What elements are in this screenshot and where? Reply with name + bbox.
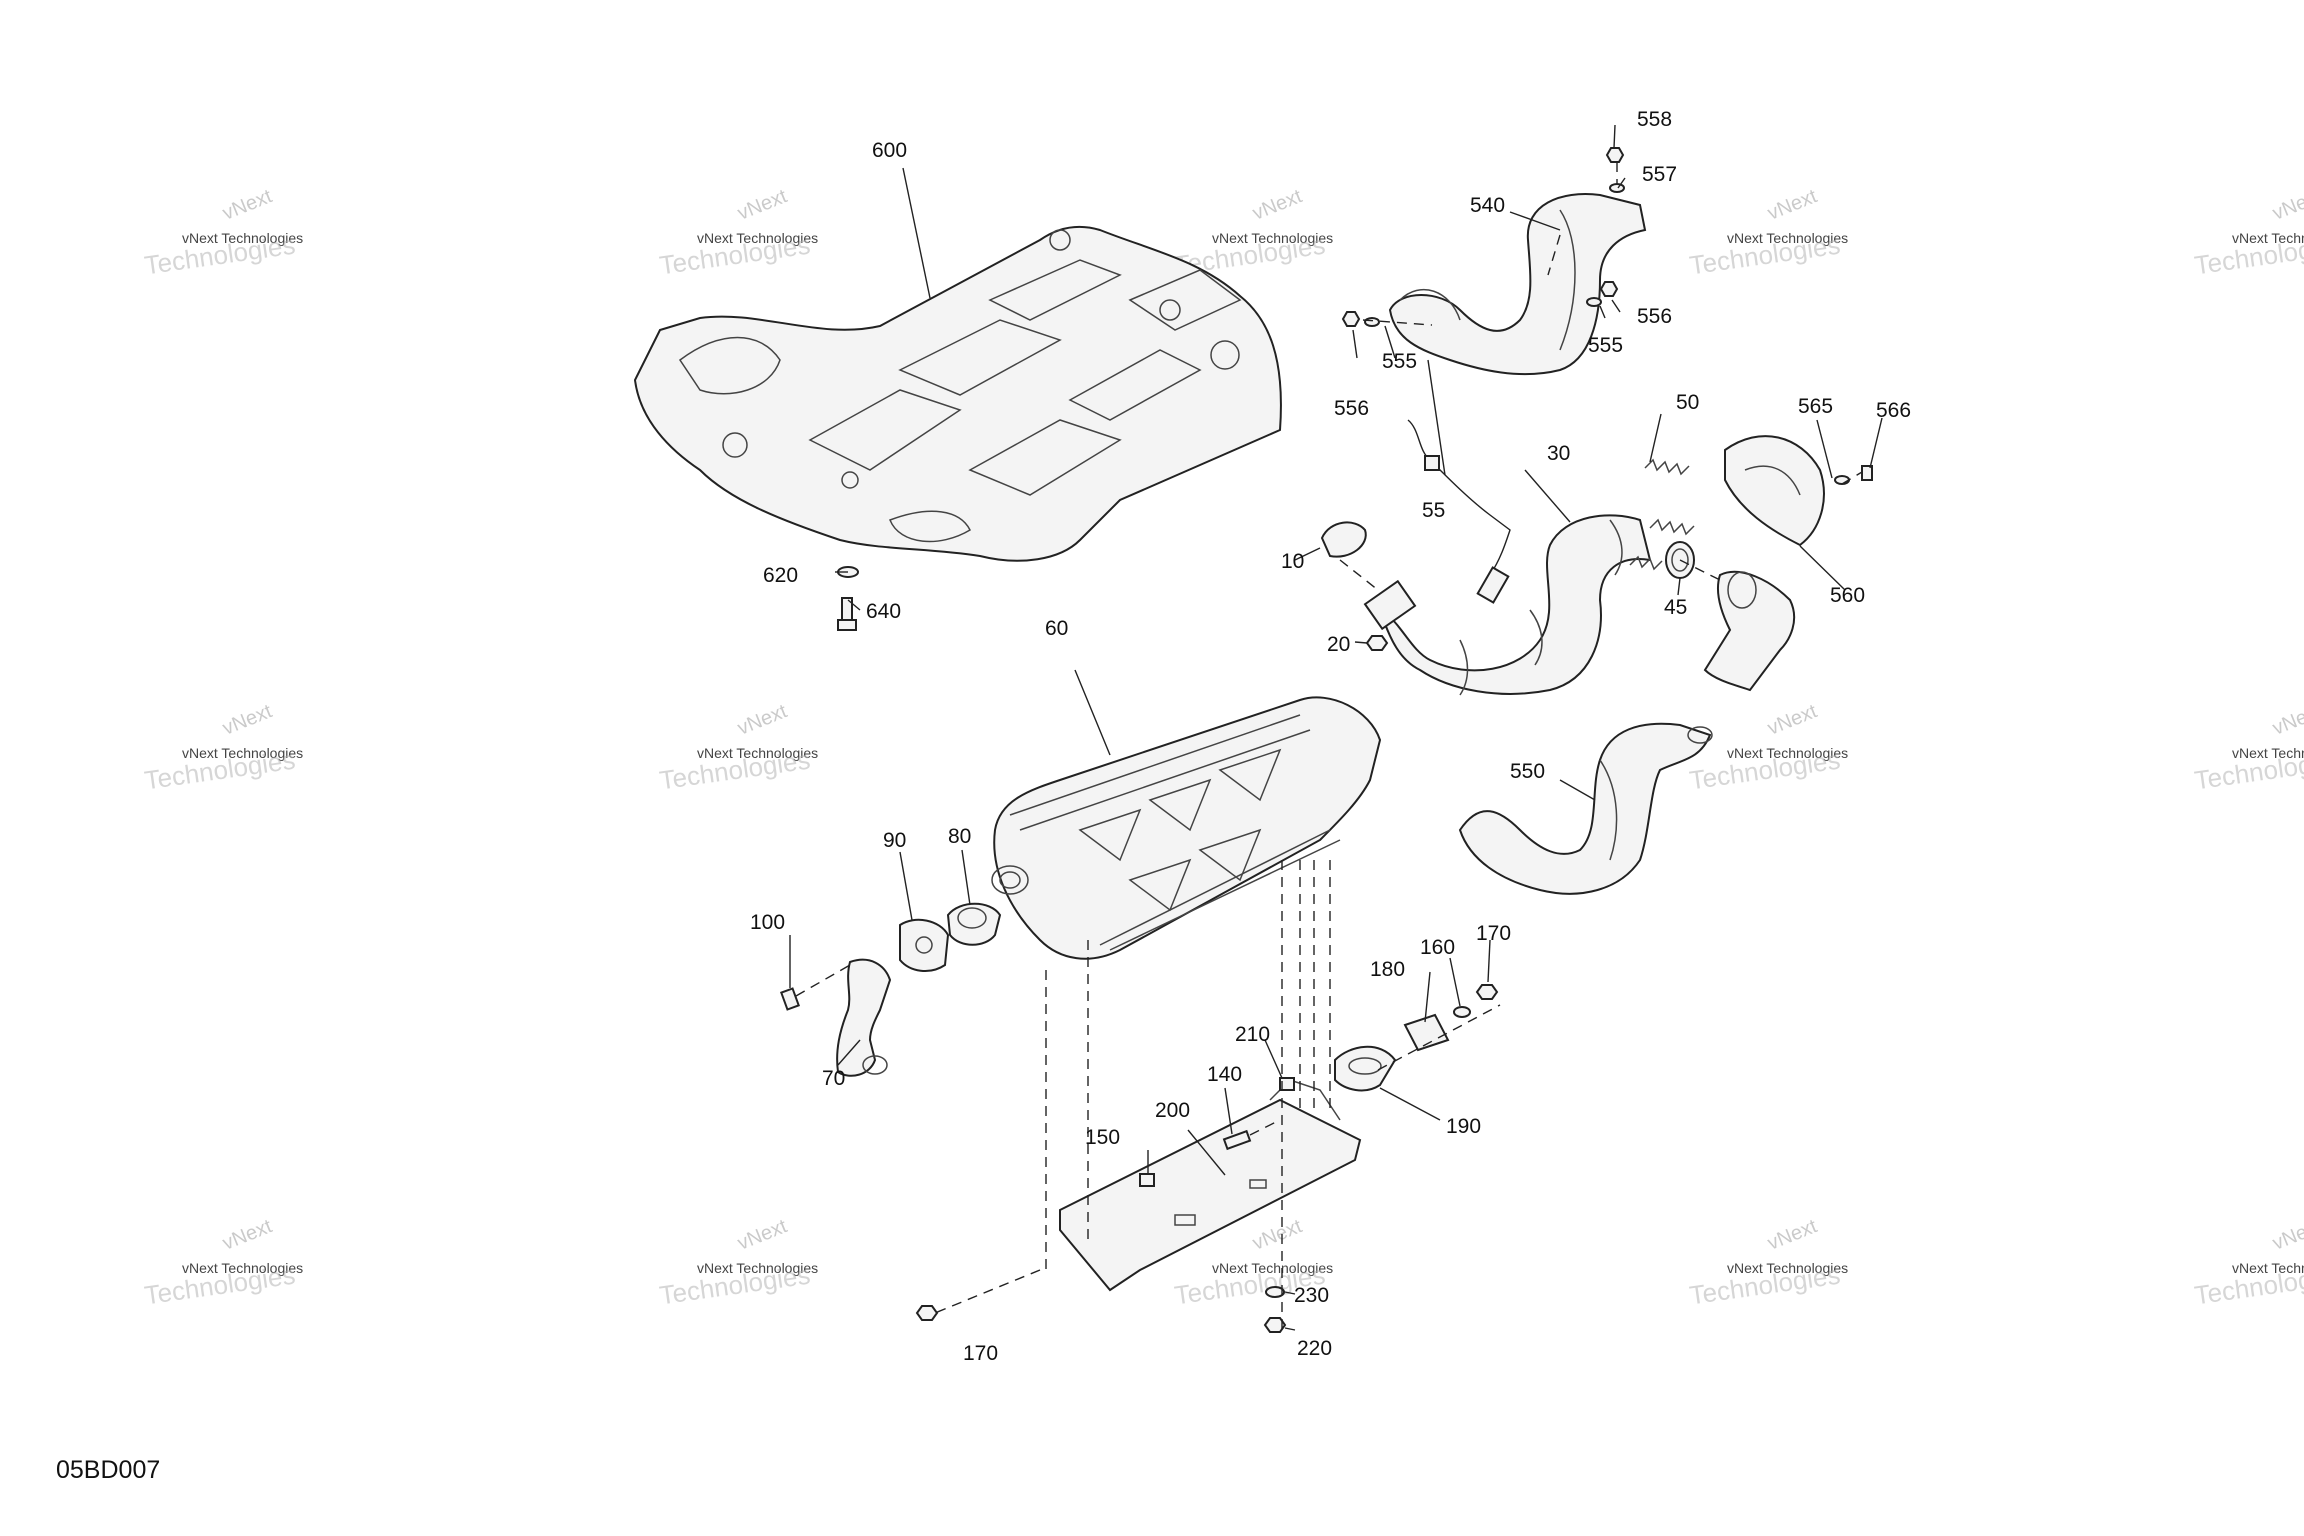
part-30-mid-pipe xyxy=(1363,514,1652,696)
part-230-washer xyxy=(1265,1286,1285,1298)
part-coupler-pipe xyxy=(1703,570,1796,692)
callout-190: 190 xyxy=(1446,1115,1481,1138)
callout-555: 555 xyxy=(1588,334,1623,357)
part-140-bolt xyxy=(1222,1129,1252,1151)
callout-230: 230 xyxy=(1294,1284,1329,1307)
part-80-gasket xyxy=(946,902,1002,946)
callout-640: 640 xyxy=(866,600,901,623)
callout-160: 160 xyxy=(1420,936,1455,959)
callout-620: 620 xyxy=(763,564,798,587)
part-170-nut-lower xyxy=(915,1305,939,1321)
assembly-lines xyxy=(795,162,1863,1330)
part-70-tail-pipe xyxy=(836,958,892,1077)
callout-600: 600 xyxy=(872,139,907,162)
callout-20: 20 xyxy=(1327,633,1350,656)
callout-45: 45 xyxy=(1664,596,1687,619)
callout-100: 100 xyxy=(750,911,785,934)
part-190-grommet xyxy=(1334,1045,1397,1092)
part-10-gasket xyxy=(1320,521,1367,558)
callout-557: 557 xyxy=(1642,163,1677,186)
part-90-flange xyxy=(899,918,950,972)
part-555-washer-left xyxy=(1364,317,1380,327)
part-640-bolt xyxy=(837,597,857,631)
callout-556: 556 xyxy=(1637,305,1672,328)
callout-180: 180 xyxy=(1370,958,1405,981)
callout-30: 30 xyxy=(1547,442,1570,465)
callout-170: 170 xyxy=(963,1342,998,1365)
callout-140: 140 xyxy=(1207,1063,1242,1086)
callout-200: 200 xyxy=(1155,1099,1190,1122)
part-100-bolt xyxy=(780,987,800,1011)
callout-150: 150 xyxy=(1085,1126,1120,1149)
leader-lines xyxy=(789,124,1883,1331)
callout-220: 220 xyxy=(1297,1337,1332,1360)
part-560-heat-shield xyxy=(1724,435,1825,547)
callout-labels: 600 558 557 540 556 555 556 555 50 565 5… xyxy=(750,108,1911,1365)
callout-540: 540 xyxy=(1470,194,1505,217)
part-557-washer xyxy=(1609,183,1625,193)
callout-560: 560 xyxy=(1830,584,1865,607)
part-550-header-pipe xyxy=(1458,722,1713,895)
part-565-washer xyxy=(1834,475,1850,485)
part-150-bolt xyxy=(1139,1173,1155,1187)
callout-210: 210 xyxy=(1235,1023,1270,1046)
callout-10: 10 xyxy=(1281,550,1304,573)
callout-80: 80 xyxy=(948,825,971,848)
part-566-screw xyxy=(1861,465,1873,481)
part-170-nut-upper xyxy=(1475,984,1499,1000)
part-55-oxygen-sensor xyxy=(1407,419,1511,604)
callout-50: 50 xyxy=(1676,391,1699,414)
callout-90: 90 xyxy=(883,829,906,852)
callout-565: 565 xyxy=(1798,395,1833,418)
part-20-nut xyxy=(1365,635,1389,651)
part-558-nut xyxy=(1605,147,1625,163)
callout-558: 558 xyxy=(1637,108,1672,131)
part-540-header-pipe xyxy=(1388,193,1647,376)
part-556-nut-left xyxy=(1341,311,1361,327)
part-200-bracket xyxy=(1059,1079,1362,1292)
callout-170: 170 xyxy=(1476,922,1511,945)
part-50-spring xyxy=(1629,458,1695,571)
part-210-bolt xyxy=(1279,1077,1295,1091)
figure-code: 05BD007 xyxy=(56,1456,161,1484)
callout-566: 566 xyxy=(1876,399,1911,422)
callout-60: 60 xyxy=(1045,617,1068,640)
part-220-nut xyxy=(1263,1317,1287,1333)
callout-70: 70 xyxy=(822,1067,845,1090)
callout-556: 556 xyxy=(1334,397,1369,420)
callout-550: 550 xyxy=(1510,760,1545,783)
part-160-washer xyxy=(1453,1006,1471,1018)
part-60-muffler xyxy=(991,696,1382,960)
callout-55: 55 xyxy=(1422,499,1445,522)
part-600-skid-plate xyxy=(633,225,1282,562)
part-556-nut-right xyxy=(1599,281,1619,297)
callout-555: 555 xyxy=(1382,350,1417,373)
part-555-washer-right xyxy=(1586,297,1602,307)
